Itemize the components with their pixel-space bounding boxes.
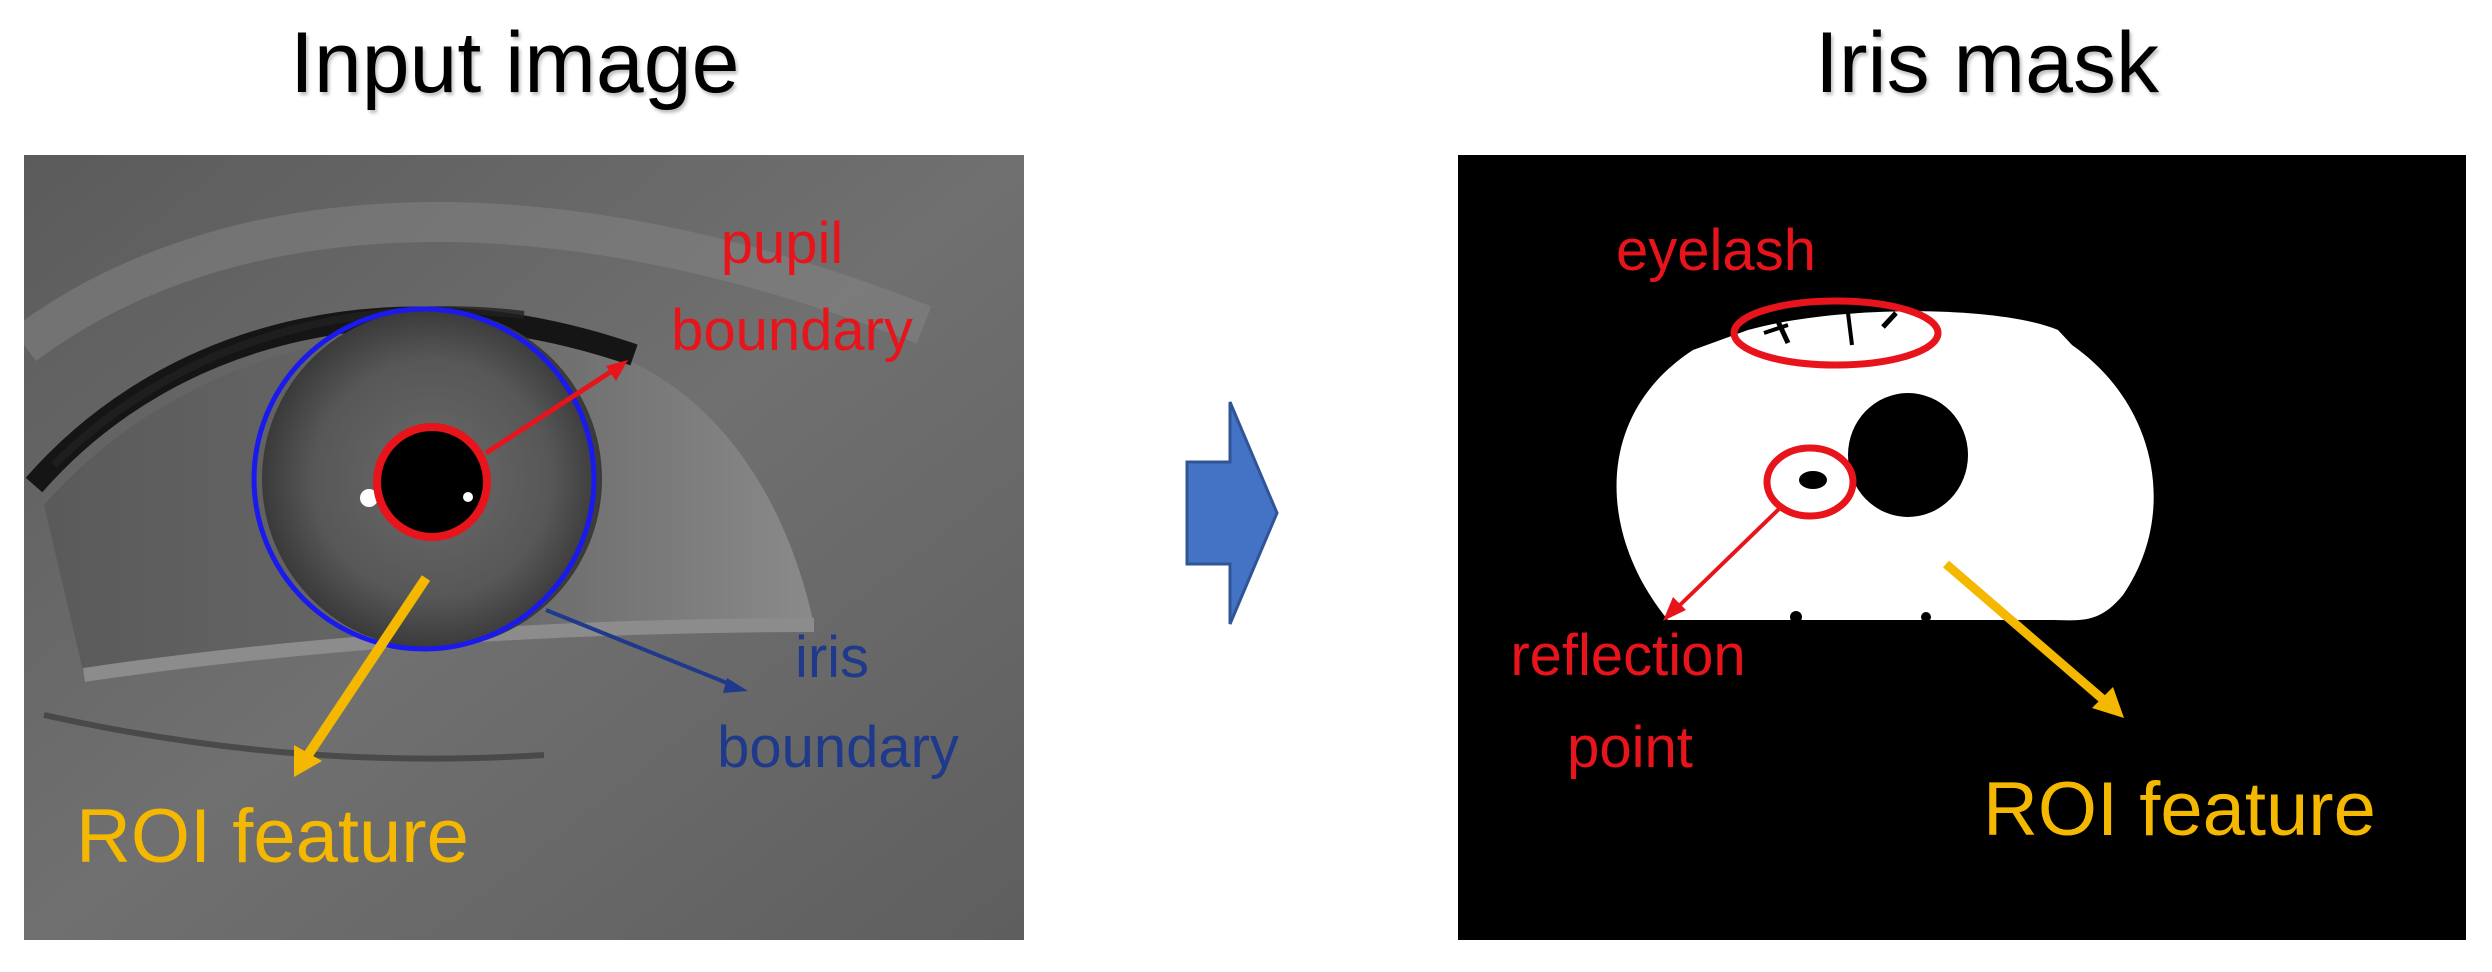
input-image-panel: pupil boundary iris boundary ROI feature (24, 155, 1024, 940)
reflection-label-2: point (1567, 715, 1693, 780)
glint (360, 489, 378, 507)
roi-arrow-right (1943, 560, 2109, 706)
iris-mask-title: Iris mask (1815, 15, 2159, 111)
iris-mask-panel: eyelash reflection point ROI feature (1458, 155, 2466, 940)
transform-arrow-icon (1185, 401, 1279, 625)
reflection-arrow (1678, 506, 1782, 607)
iris-label-2: boundary (717, 715, 959, 780)
roi-label-left: ROI feature (76, 794, 469, 879)
iris-boundary-circle (251, 306, 597, 652)
reflection-circle (1763, 444, 1857, 520)
iris-label-1: iris (795, 625, 869, 690)
pupil-arrow (484, 368, 614, 456)
eye-photo: pupil boundary iris boundary ROI feature (24, 155, 1024, 940)
pupil (380, 430, 484, 534)
eyelash-ellipse (1730, 297, 1942, 369)
roi-label-right: ROI feature (1983, 767, 2376, 852)
pupil-boundary-circle (373, 423, 491, 541)
input-image-title: Input image (290, 15, 740, 111)
mask-pupil-hole (1848, 393, 1968, 517)
iris-arrow (545, 608, 733, 687)
iris-mask-image: eyelash reflection point ROI feature (1458, 155, 2466, 940)
pupil-label-1: pupil (721, 211, 844, 276)
eyelash-label: eyelash (1616, 218, 1816, 283)
mask-reflection-blob (1799, 471, 1827, 489)
roi-arrow (303, 575, 431, 758)
lid-crease (24, 202, 932, 362)
reflection-label-1: reflection (1510, 623, 1745, 688)
pupil-label-2: boundary (671, 298, 913, 363)
